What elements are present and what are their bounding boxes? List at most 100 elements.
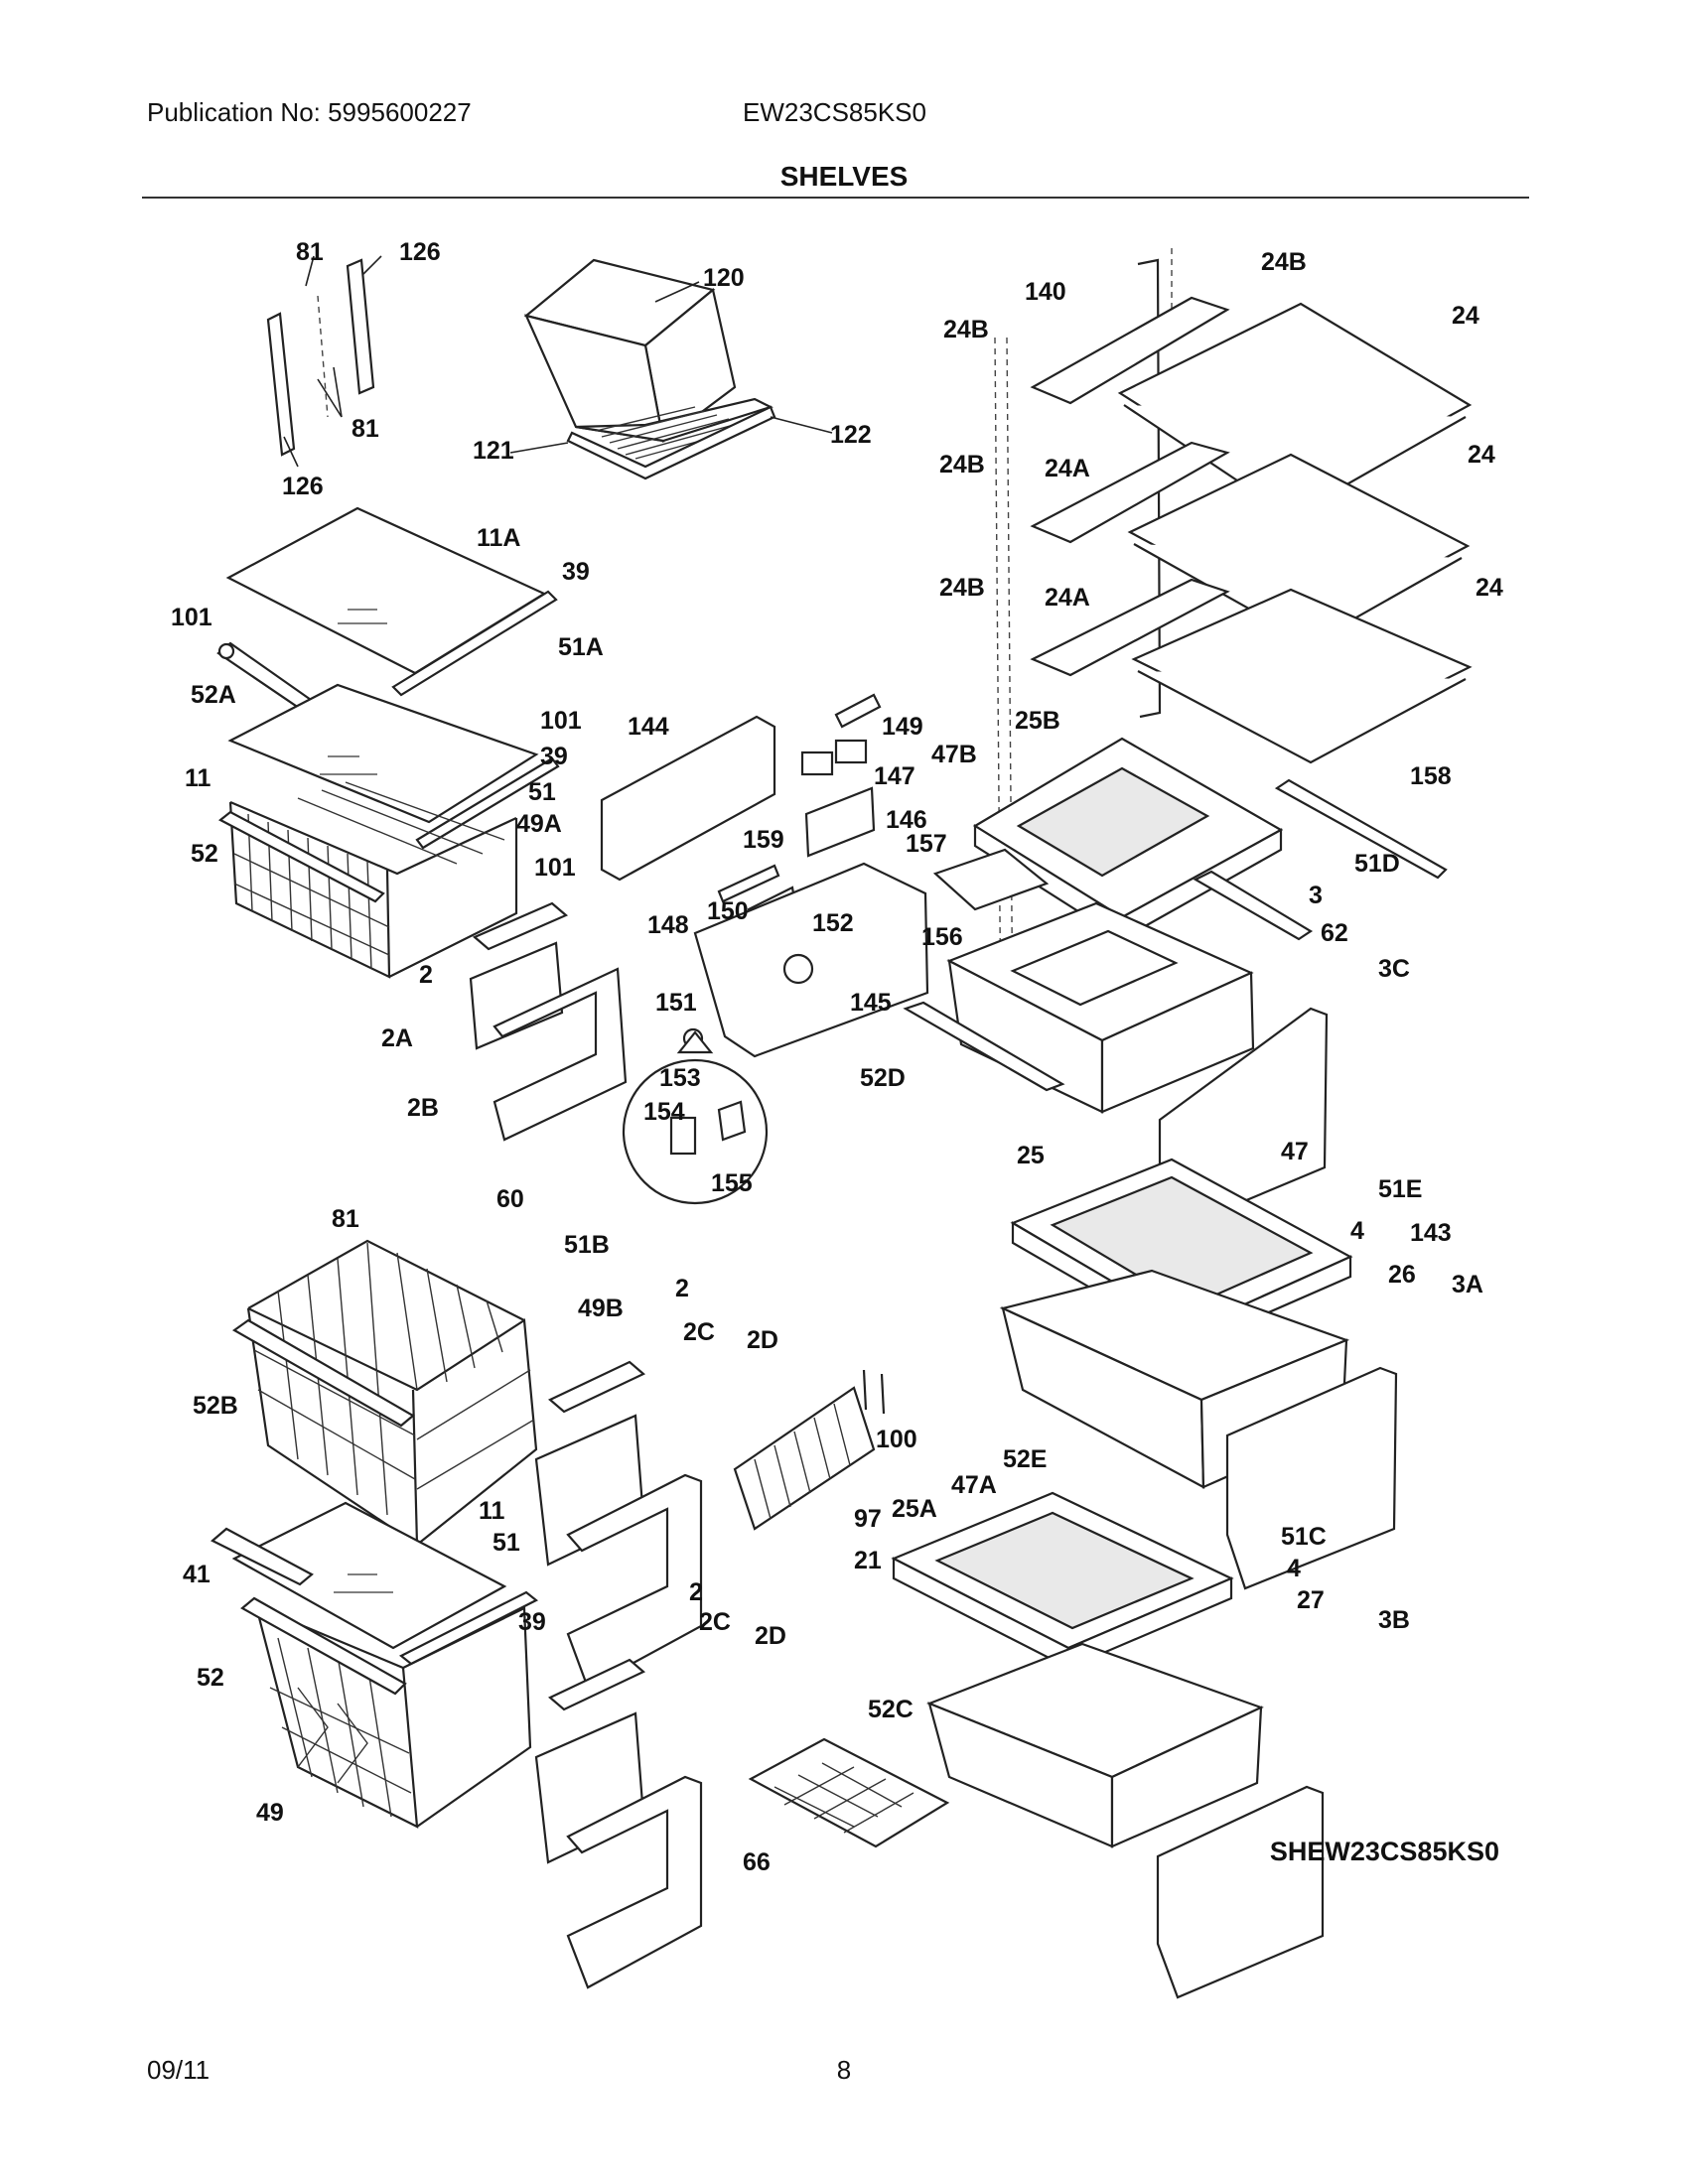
part-label: 52C (868, 1696, 914, 1723)
part-label: 3A (1452, 1271, 1483, 1298)
part-label: 25B (1015, 707, 1060, 735)
part-label: 39 (540, 743, 568, 770)
crisper-drawer-3B (926, 1642, 1325, 1999)
section-title: SHELVES (779, 161, 909, 192)
header-divider (142, 197, 1529, 199)
part-label: 2D (755, 1622, 786, 1650)
door-bin-2 (469, 901, 628, 1142)
part-label: 24A (1045, 584, 1090, 612)
ice-maker-detail-circle (622, 1030, 769, 1205)
part-label: 47 (1281, 1138, 1309, 1165)
part-label: 101 (171, 604, 212, 631)
shelf-24-bottom (1030, 578, 1473, 764)
part-label: 156 (921, 923, 963, 951)
upper-shelf-121 (509, 258, 833, 480)
part-label: 52 (191, 840, 218, 868)
part-label: 49B (578, 1295, 624, 1322)
part-label: 39 (518, 1608, 546, 1636)
freezer-glass-shelf-11 (211, 1501, 507, 1650)
part-label: 97 (854, 1505, 882, 1533)
part-label: 2C (683, 1318, 715, 1346)
crisper-drawer-26 (999, 1269, 1398, 1590)
part-label: 3B (1378, 1606, 1410, 1634)
part-label: 24 (1468, 441, 1495, 469)
part-label: 39 (562, 558, 590, 586)
part-label: 158 (1410, 762, 1452, 790)
part-labels: 81 126 120 122 121 81 126 11A 39 101 51A… (171, 238, 1503, 1876)
heater-coil-97 (733, 1369, 886, 1531)
part-label: 52D (860, 1064, 906, 1092)
glass-shelf-11 (227, 683, 560, 850)
part-label: 24 (1476, 574, 1503, 602)
wire-basket-49A (217, 781, 518, 979)
part-label: 24B (943, 316, 989, 343)
part-label: 26 (1388, 1261, 1416, 1289)
part-label: 154 (643, 1098, 685, 1126)
deli-drawer-3C (903, 848, 1329, 1231)
crisper-cover-47A (891, 1491, 1234, 1670)
part-label: 52E (1003, 1445, 1047, 1473)
part-label: 2 (419, 961, 433, 989)
part-label: 51E (1378, 1175, 1422, 1203)
part-label: 24 (1452, 302, 1479, 330)
diagram-code: SHEW23CS85KS0 (1270, 1837, 1499, 1866)
part-label: 81 (296, 238, 324, 266)
part-label: 25 (1017, 1142, 1045, 1169)
part-label: 21 (854, 1547, 882, 1574)
part-label: 101 (534, 854, 576, 882)
part-label: 51D (1354, 850, 1400, 878)
part-label: 24B (939, 574, 985, 602)
part-label: 153 (659, 1064, 701, 1092)
control-housing-144 (600, 693, 929, 1058)
part-label: 24B (1261, 248, 1307, 276)
bracket-assembly (266, 255, 382, 468)
model-number: EW23CS85KS0 (743, 97, 926, 127)
part-label: 51 (528, 778, 556, 806)
part-label: 52A (191, 681, 236, 709)
part-label: 47A (951, 1471, 997, 1499)
part-label: 144 (628, 713, 669, 741)
part-label: 81 (332, 1205, 359, 1233)
part-label: 81 (352, 415, 379, 443)
part-label: 126 (399, 238, 441, 266)
part-label: 51 (492, 1529, 520, 1557)
deli-cover-47B (972, 737, 1284, 942)
part-label: 11 (479, 1497, 505, 1525)
part-label: 152 (812, 909, 854, 937)
part-label: 150 (707, 897, 749, 925)
part-label: 47B (931, 741, 977, 768)
part-label: 52B (193, 1392, 238, 1420)
freezer-door-bin-2D-upper (534, 1360, 703, 1690)
part-label: 11A (477, 524, 520, 552)
part-label: 2 (689, 1578, 703, 1606)
part-label: 122 (830, 421, 872, 449)
part-label: 51B (564, 1231, 610, 1259)
freezer-basket-49B (231, 1239, 538, 1548)
part-label: 62 (1321, 919, 1348, 947)
part-label: 148 (647, 911, 689, 939)
part-label: 126 (282, 473, 324, 500)
part-label: 2C (699, 1608, 731, 1636)
part-label: 147 (874, 762, 915, 790)
part-label: 41 (183, 1561, 211, 1588)
part-label: 25A (892, 1495, 937, 1523)
part-label: 149 (882, 713, 923, 741)
part-label: 3C (1378, 955, 1410, 983)
freezer-door-bin-2D-lower (534, 1658, 703, 1989)
part-label: 3 (1309, 882, 1323, 909)
part-label: 146 (886, 806, 927, 834)
part-label: 27 (1297, 1586, 1325, 1614)
part-label: 4 (1350, 1217, 1364, 1245)
part-label: 2A (381, 1024, 413, 1052)
part-label: 24A (1045, 455, 1090, 482)
part-label: 101 (540, 707, 582, 735)
part-label: 157 (906, 830, 947, 858)
part-label: 49A (516, 810, 562, 838)
part-label: 49 (256, 1799, 284, 1827)
part-label: 2B (407, 1094, 439, 1122)
freezer-basket-49 (240, 1590, 539, 1829)
part-label: 11 (185, 764, 211, 792)
drain-grille-66 (748, 1737, 950, 1848)
part-label: 143 (1410, 1219, 1452, 1247)
